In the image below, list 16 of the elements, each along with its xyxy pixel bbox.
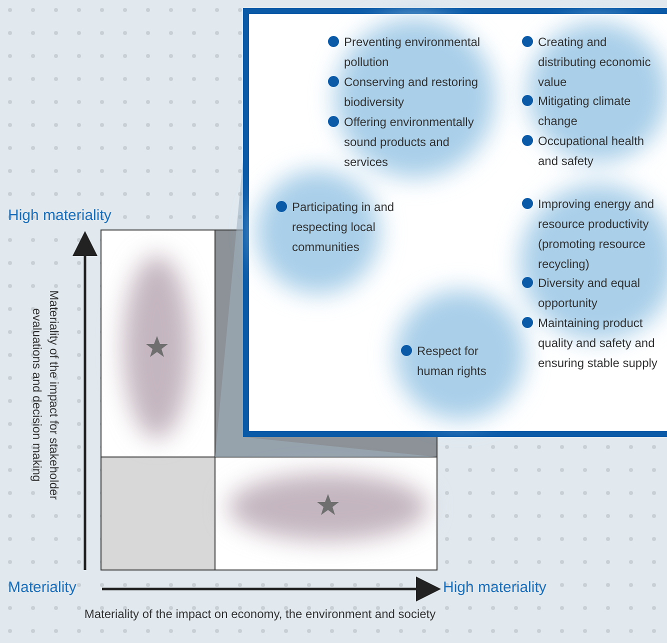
- bullet-item: Occupational health and safety: [522, 131, 663, 171]
- bullet-item: Improving energy and resource productivity (promoting resource recycling): [522, 194, 665, 274]
- bullet-item: Preventing environmental pollution: [328, 32, 506, 72]
- axis-title: Materiality of the impact for stakeholder evaluations and decision making: [29, 289, 62, 502]
- bullet-item: Maintaining product quality and safety and ensuring stable supply: [522, 313, 665, 373]
- bullet-item: Respect for human rights: [401, 341, 501, 381]
- bullet-item: Diversity and equal opportunity: [522, 273, 665, 313]
- bullet-item: Conserving and restoring biodiversity: [328, 72, 506, 112]
- bullet-item: Creating and distributing economic value: [522, 32, 663, 92]
- axis-end-label: High materiality: [443, 579, 546, 596]
- bullet-item: Participating in and respecting local communities: [276, 197, 411, 257]
- bullet-item: Offering environmentally sound products and services: [328, 112, 488, 172]
- axis-end-label: High materiality: [8, 207, 112, 224]
- bullet-item: Mitigating climate change: [522, 91, 663, 131]
- axis-end-label: Materiality: [8, 579, 76, 596]
- axis-title: Materiality of the impact on economy, the environment and society: [83, 606, 437, 623]
